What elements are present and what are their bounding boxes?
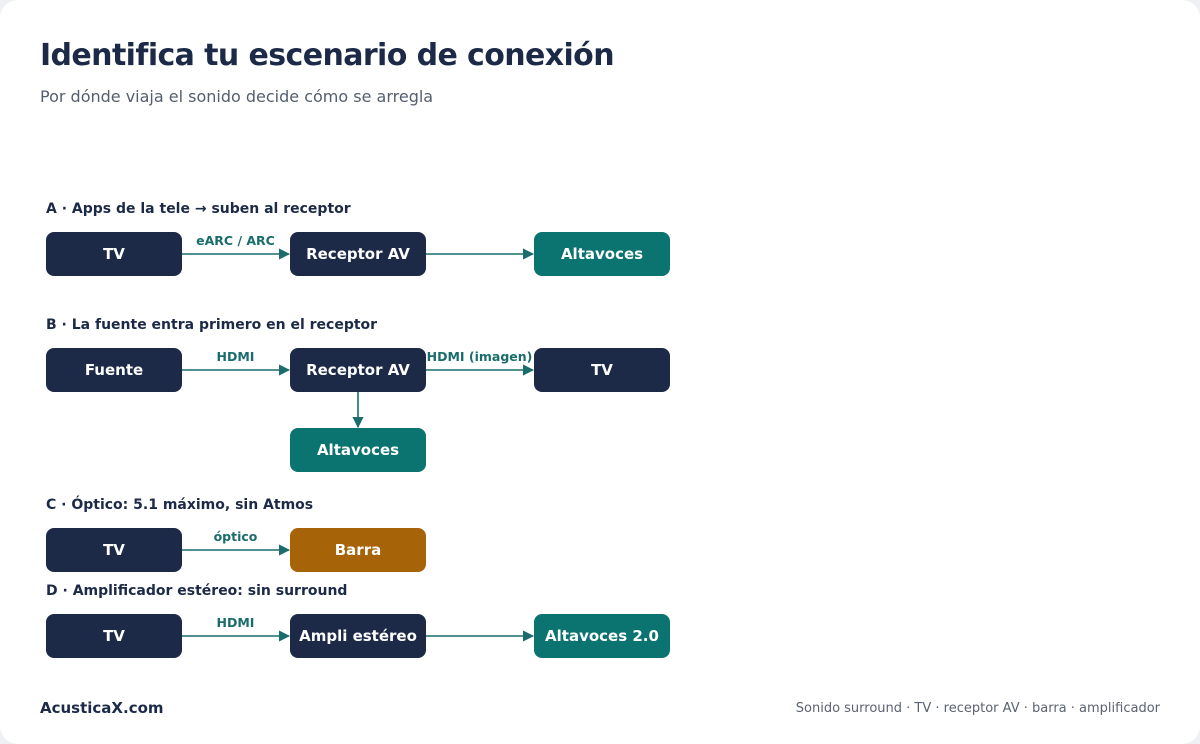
scenario-c-edge-optico: óptico — [213, 529, 258, 544]
scenario-a-node-altavoces: Altavoces — [534, 232, 670, 276]
scenario-b-node-fuente: Fuente — [46, 348, 182, 392]
scenario-c-label: C · Óptico: 5.1 máximo, sin Atmos — [46, 497, 314, 513]
scenario-d-edge-hdmi: HDMI — [216, 615, 255, 630]
scenario-d-label: D · Amplificador estéreo: sin surround — [46, 583, 348, 599]
scenario-c-node-tv: TV — [46, 528, 182, 572]
scenario-b-edge-hdmi: HDMI — [216, 349, 255, 364]
scenario-b-node-tv: TV — [534, 348, 670, 392]
scenario-a-node-tv: TV — [46, 232, 182, 276]
scenario-d-node-altavoces-2-0: Altavoces 2.0 — [534, 614, 670, 658]
scenario-a-label: A · Apps de la tele → suben al receptor — [46, 201, 351, 217]
footer-brand: AcusticaX.com — [40, 699, 164, 717]
page-title: Identifica tu escenario de conexión — [40, 38, 615, 73]
scenario-d-node-tv: TV — [46, 614, 182, 658]
footer-tags: Sonido surround · TV · receptor AV · bar… — [795, 701, 1160, 716]
scenario-d-node-ampli: Ampli estéreo — [290, 614, 426, 658]
scenario-b-label: B · La fuente entra primero en el recept… — [46, 317, 378, 333]
scenario-b-node-altavoces: Altavoces — [290, 428, 426, 472]
scenario-b-node-receptor: Receptor AV — [290, 348, 426, 392]
scenario-a-node-receptor: Receptor AV — [290, 232, 426, 276]
page-subtitle: Por dónde viaja el sonido decide cómo se… — [40, 87, 434, 106]
scenario-b-edge-hdmi-imagen: HDMI (imagen) — [426, 349, 533, 364]
scenario-a-edge-earc: eARC / ARC — [196, 233, 275, 248]
scenario-c-node-barra: Barra — [290, 528, 426, 572]
